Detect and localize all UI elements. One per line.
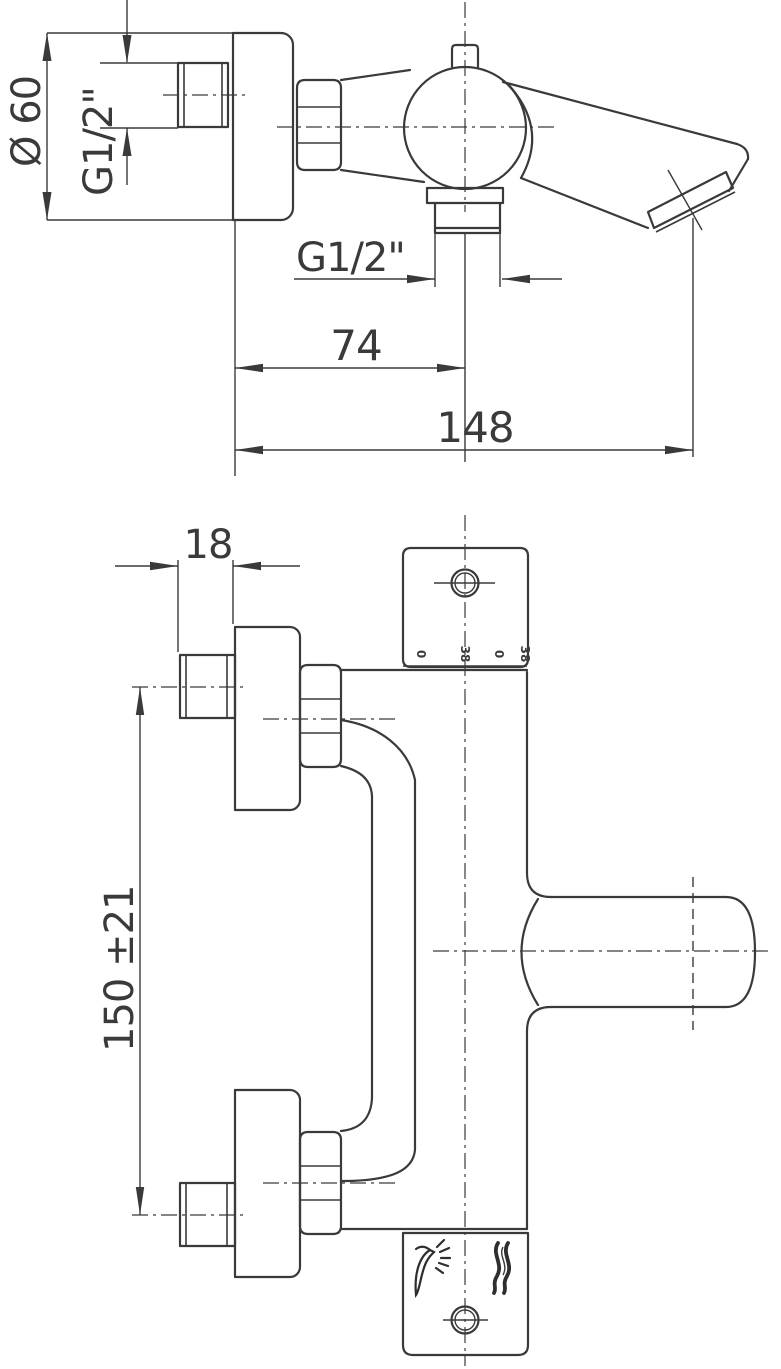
temp-mark-38-right: 38 xyxy=(518,646,532,663)
spoutthread-ext-lines xyxy=(434,233,501,287)
spout-underside-edge xyxy=(519,176,650,230)
upper-wall-flange xyxy=(233,625,302,812)
temp-mark-38-left: 38 xyxy=(458,646,472,663)
wallthread-label: G1/2" xyxy=(76,87,122,196)
wallthread-arrow-up xyxy=(122,128,132,156)
wall-union-thread-lines xyxy=(183,63,223,127)
lower-wall-flange xyxy=(233,1088,302,1279)
dim74-arrow-right xyxy=(437,363,465,373)
spoutthread-label: G1/2" xyxy=(296,235,405,281)
side-knob-dome xyxy=(724,895,757,1009)
front-view-centerlines xyxy=(132,515,772,1366)
shower-head-stroke xyxy=(414,1245,432,1252)
front-view: 0 38 0 38 18 150 ±21 xyxy=(97,515,772,1366)
front-view-dimensions: 18 150 ±21 xyxy=(97,522,300,1215)
bath-flow-wave-2 xyxy=(502,1241,512,1295)
dim148-ext-lines xyxy=(234,218,694,476)
body-right-edge-upper xyxy=(525,670,553,899)
temp-mark-0-right: 0 xyxy=(492,650,506,658)
top-view: Ø 60 G1/2" G1/2" 74 148 xyxy=(4,0,750,476)
pipe-outer-contour xyxy=(339,764,374,1133)
dia60-arrow-down xyxy=(42,192,52,220)
bath-flow-wave-1 xyxy=(492,1241,502,1295)
shower-handset-stroke xyxy=(414,1248,436,1298)
shower-spray-icon xyxy=(414,1238,452,1298)
dim150-arrow-down xyxy=(135,1187,145,1215)
shower-outlet-flange xyxy=(425,186,505,205)
spout-end-corner xyxy=(735,142,750,161)
dia60-ext-lines xyxy=(47,32,233,221)
dim74-label: 74 xyxy=(330,321,381,370)
dim148-arrow-right xyxy=(665,445,693,455)
shower-spray-dashes xyxy=(434,1238,452,1275)
top-view-object xyxy=(176,31,750,235)
bath-flow-wave-echo xyxy=(501,1246,506,1276)
spout-top-edge xyxy=(501,80,739,146)
spoutthread-arrow-right xyxy=(502,274,530,284)
aerator-face-double-line xyxy=(655,191,736,233)
spout-cone-top-edge xyxy=(339,68,412,82)
dim18-ext-lines xyxy=(177,560,234,652)
upper-hex-nut xyxy=(298,663,343,769)
spout-cone-bottom-edge xyxy=(339,168,426,184)
aerator-cross-line xyxy=(667,169,703,231)
dia60-label: Ø 60 xyxy=(4,76,50,167)
spout-shoulder-arc xyxy=(505,81,534,180)
lower-union-thread-lines xyxy=(185,1183,228,1246)
lower-hex-nut xyxy=(298,1130,343,1236)
shower-outlet-shank xyxy=(433,201,502,235)
spoutthread-arrow-left xyxy=(407,274,435,284)
dim18-label: 18 xyxy=(184,522,233,568)
upper-union-thread-lines xyxy=(185,655,228,718)
diverter-plate xyxy=(401,1231,530,1357)
wallthread-arrow-down xyxy=(122,35,132,63)
dim150-label: 150 ±21 xyxy=(97,886,143,1052)
bath-flow-icon xyxy=(492,1241,512,1295)
dim148-label: 148 xyxy=(436,403,513,452)
knob-top-square xyxy=(450,43,480,69)
dim18-arrow-left xyxy=(150,561,178,571)
wall-plate-outline xyxy=(231,31,295,222)
wallthread-ext-lines xyxy=(100,62,178,129)
upper-hex-nut-facets xyxy=(300,698,341,734)
dia60-arrow-up xyxy=(42,33,52,61)
top-view-dimensions: Ø 60 G1/2" G1/2" 74 148 xyxy=(4,0,694,476)
dim74-arrow-left xyxy=(235,363,263,373)
union-hex-nut xyxy=(295,78,343,172)
union-hex-nut-facets xyxy=(297,106,341,144)
aerator-outline xyxy=(646,170,735,230)
dim148-arrow-left xyxy=(235,445,263,455)
side-knob-base-arc xyxy=(520,897,540,1007)
wall-union-fitting xyxy=(176,61,230,129)
temp-scale-marks: 0 38 0 38 xyxy=(414,646,532,663)
dim150-arrow-up xyxy=(135,687,145,715)
dim18-arrow-right xyxy=(233,561,261,571)
body-right-edge-lower xyxy=(525,1005,553,1231)
lower-hex-nut-facets xyxy=(300,1165,341,1201)
front-view-object: 0 38 0 38 xyxy=(178,546,757,1357)
pipe-inner-contour xyxy=(339,718,417,1183)
thermostat-plate xyxy=(401,546,530,669)
temp-mark-0-left: 0 xyxy=(414,650,428,658)
